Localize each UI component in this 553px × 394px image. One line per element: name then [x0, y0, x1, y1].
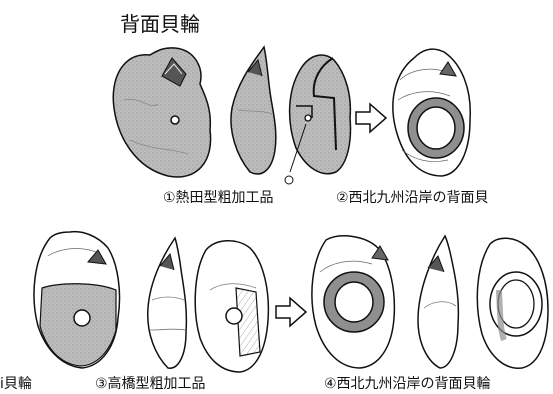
- shell-1-back-view: [113, 48, 210, 177]
- caption-atsuta-rough: ①熱田型粗加工品: [163, 187, 274, 207]
- shell-1-inner-view: [285, 55, 350, 184]
- shell-3-inner-view: [195, 241, 268, 372]
- shell-4-inner-view: [477, 238, 548, 368]
- shell-4-side-view: [418, 236, 458, 368]
- shell-2-ring-view: [393, 49, 470, 176]
- caption-cropped-left: i貝輪: [0, 373, 32, 393]
- shell-4-ring-view: [312, 236, 394, 368]
- process-arrow-bottom: [276, 298, 306, 326]
- shell-1-side-view: [231, 47, 276, 174]
- shell-3-back-view: [34, 232, 120, 368]
- shell-3-side-view: [148, 238, 187, 368]
- process-arrow-top: [356, 104, 386, 132]
- caption-northwest-kyushu-shell: ②西北九州沿岸の背面貝: [336, 187, 489, 207]
- caption-northwest-kyushu-bracelet: ④西北九州沿岸の背面貝輪: [324, 373, 491, 393]
- caption-takahashi-rough: ③高橋型粗加工品: [95, 373, 206, 393]
